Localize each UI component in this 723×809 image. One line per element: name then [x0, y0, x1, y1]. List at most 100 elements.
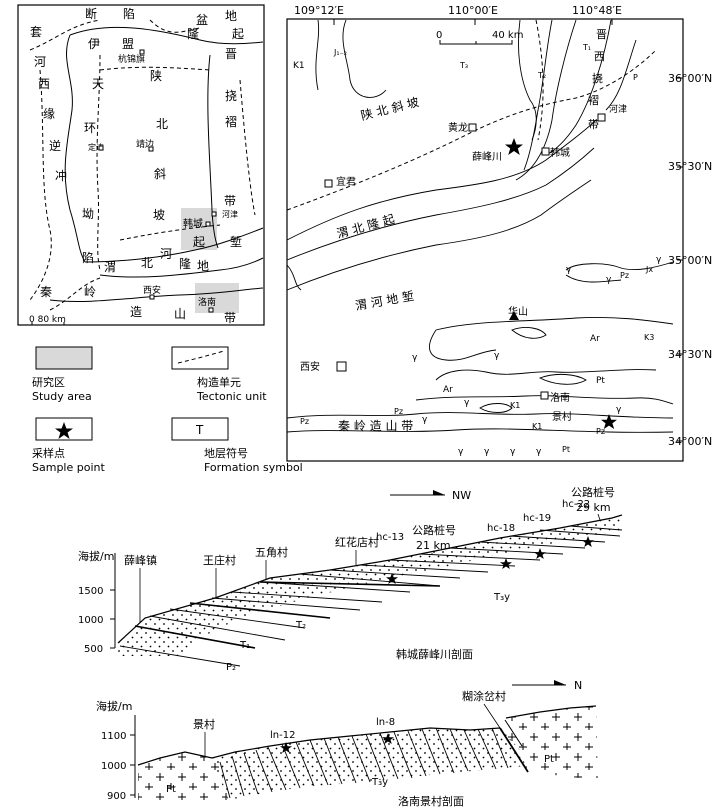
section1-km-value: 29 km — [576, 501, 611, 514]
svg-text:γ: γ — [464, 398, 470, 408]
detail-map-frame — [286, 18, 684, 462]
index-label: 秦 — [40, 285, 52, 299]
section2-topography-right — [505, 705, 597, 719]
index-label: 挠 — [225, 89, 237, 103]
section1-y-tick: 1500 — [78, 586, 103, 597]
sample-star-icon — [534, 548, 546, 559]
index-label: 造 — [130, 305, 142, 319]
basin-south-boundary — [84, 227, 264, 263]
p-boundary-b — [605, 39, 637, 111]
index-label: 盟 — [122, 37, 134, 51]
index-label: 套 — [30, 25, 42, 39]
section1-place: 红花店村 — [335, 535, 379, 549]
section1-sample: hc-18 — [487, 523, 515, 534]
ar-block — [429, 329, 497, 361]
label-jingcun: 景村 — [552, 410, 572, 423]
svg-text:γ: γ — [566, 265, 572, 275]
index-label: 天 — [92, 77, 104, 91]
index-label: 隆 — [187, 26, 199, 41]
detail-city-markers — [324, 113, 606, 400]
index-label: 坳 — [82, 207, 94, 221]
section2-sample: ln-12 — [270, 730, 295, 741]
lon-label: 110°00′E — [448, 4, 498, 17]
section1-formation: P₂ — [226, 662, 236, 673]
index-map: 断 陷 盆 地 起 套 伊 盟 隆 晋 河 天 陕 西 缘 逆 冲 挠 褶 环 … — [17, 4, 265, 326]
legend-study-area-en: Study area — [32, 390, 92, 403]
k1-boundary — [315, 19, 320, 91]
detail-scale-zero: 0 — [436, 30, 442, 41]
svg-text:γ: γ — [422, 415, 428, 425]
lat-label: 34°00′N — [668, 435, 712, 448]
index-scale-bar — [31, 322, 65, 326]
latitude-labels: 36°00′N 35°30′N 35°00′N 34°30′N 34°00′N — [668, 72, 712, 448]
section-luonan: N 海拔/m 1100 1000 900 — [96, 679, 598, 808]
sample-star-icon — [601, 414, 617, 429]
index-map-frame — [17, 4, 265, 326]
section1-formation: T₃y — [493, 592, 510, 603]
section1-formation: T₁ — [239, 640, 250, 651]
section2-title: 洛南景村剖面 — [398, 794, 464, 808]
section2-y-tick: 1000 — [101, 761, 126, 772]
svg-text:γ: γ — [484, 447, 490, 457]
legend-formation-symbol: T — [195, 423, 204, 437]
label-nao: 挠 — [592, 71, 603, 85]
legend: 研究区 Study area 构造单元 Tectonic unit 采样点 Sa… — [32, 346, 303, 474]
index-label: 陷 — [82, 250, 94, 265]
legend-tectonic-cn: 构造单元 — [197, 375, 241, 389]
city-marker — [205, 221, 211, 227]
index-label: 环 — [84, 121, 96, 135]
label-huashan: 华山 — [508, 305, 528, 318]
section1-place: 五角村 — [255, 545, 288, 559]
qinling-mid — [415, 395, 674, 405]
weibei-south — [286, 179, 592, 291]
index-label: 山 — [174, 307, 186, 321]
section2-formations: Pt T₃y Pt — [166, 754, 554, 795]
section1-samples: hc-13 hc-18 hc-19 hc-22 — [376, 499, 590, 543]
section2-place: 景村 — [193, 717, 215, 731]
section1-sample-stars — [386, 536, 594, 584]
detail-map-labels: K1 J₁₋₂ T₃ T₂ T₁ P 晋 西 挠 褶 带 陕 北 斜 坡 渭 北… — [293, 28, 654, 454]
index-label: 西安 — [143, 284, 161, 296]
section2-formation: Pt — [166, 784, 176, 795]
city-marker — [324, 179, 333, 188]
city-marker — [98, 145, 104, 151]
detail-tectonic-lines — [286, 19, 657, 211]
tectonic-line-6 — [49, 277, 101, 311]
index-label: 断 — [85, 6, 97, 21]
section1-place: 薛峰镇 — [124, 553, 157, 567]
city-marker — [336, 361, 347, 372]
section1-km-label: 公路桩号 — [571, 485, 615, 499]
index-label: 定边 — [88, 142, 104, 152]
section2-place: 糊涂岔村 — [462, 689, 506, 703]
section1-km-label: 公路桩号 — [412, 523, 456, 537]
label-ar1: Ar — [590, 334, 600, 344]
tectonic-line-4 — [99, 66, 211, 71]
weibei-mid — [286, 147, 595, 261]
index-label: 地 — [225, 9, 237, 23]
label-pz1: Pz — [394, 407, 403, 416]
label-weihe: 渭 河 地 堑 — [354, 289, 415, 313]
section1-direction: NW — [452, 489, 471, 502]
section1-km-value: 21 km — [416, 539, 451, 552]
index-label: 河津 — [222, 209, 238, 219]
tectonic-line-1 — [29, 19, 101, 51]
label-t2: T₂ — [537, 71, 546, 80]
label-huanglong: 黄龙 — [448, 121, 468, 134]
label-zhe: 褶 — [588, 93, 599, 107]
svg-text:γ: γ — [458, 447, 464, 457]
section2-granite-right — [506, 706, 598, 780]
svg-text:γ: γ — [656, 255, 662, 265]
p-boundary — [545, 19, 612, 156]
legend-study-area-cn: 研究区 — [32, 375, 65, 389]
geologic-boundaries — [286, 19, 674, 433]
huashan-peak-icon — [509, 311, 519, 320]
label-pt2: Pt — [562, 445, 570, 454]
legend-sample-en: Sample point — [32, 461, 105, 474]
label-t1: T₁ — [582, 43, 591, 52]
ne-block — [565, 261, 674, 271]
label-j: J₁₋₂ — [333, 48, 347, 57]
weihe-north-boundary — [99, 257, 264, 278]
lon-label: 110°48′E — [572, 4, 622, 17]
